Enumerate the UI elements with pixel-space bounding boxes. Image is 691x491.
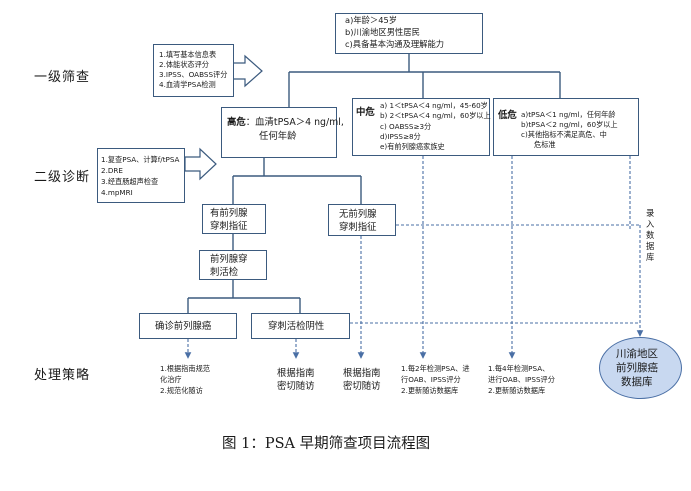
database-text: 川渝地区 <box>616 348 658 360</box>
database-entry-char: 入 <box>646 219 655 229</box>
low-risk-label: 低危 <box>498 110 517 121</box>
biopsy-not-indicated-box: 无前列腺 穿刺指征 <box>328 204 396 236</box>
prostate-biopsy-text: 刺活检 <box>210 267 239 278</box>
outcome-line: 行OAB、IPSS评分 <box>401 375 461 384</box>
high-risk-label: 高危 <box>227 117 246 128</box>
mid-risk-item: b) 2＜tPSA＜4 ng/ml，60岁以上 <box>380 111 491 120</box>
high-risk-age: 任何年龄 <box>259 131 297 142</box>
database-entry-char: 数 <box>646 230 655 240</box>
mid-risk-label: 中危 <box>356 107 375 118</box>
prostate-biopsy-box: 前列腺穿 刺活检 <box>199 250 267 280</box>
mid-risk-item: a) 1＜tPSA＜4 ng/ml，45-60岁 <box>380 101 488 110</box>
database-text: 数据库 <box>621 376 653 388</box>
high-risk-box: 高危：血清tPSA＞4 ng/ml, 任何年龄 <box>221 107 344 158</box>
level2-step: 2.DRE <box>101 166 123 175</box>
outcome-line: 2.规范化随访 <box>160 386 203 395</box>
database-entry-char: 据 <box>646 241 655 251</box>
biopsy-not-indicated-text: 穿刺指征 <box>339 222 377 233</box>
mid-risk-item: c) OABSS≥3分 <box>380 122 432 131</box>
level2-step: 4.mpMRI <box>101 188 133 197</box>
biopsy-negative-text: 穿刺活检阴性 <box>268 321 325 332</box>
biopsy-negative-box: 穿刺活检阴性 <box>251 313 350 339</box>
stage-level2-label: 二级诊断 <box>34 170 91 185</box>
level2-steps-box: 1.复查PSA、计算f/tPSA 2.DRE 3.经直肠超声检查 4.mpMRI <box>97 148 185 203</box>
level1-step: 1.填写基本信息表 <box>159 50 217 59</box>
level2-step: 1.复查PSA、计算f/tPSA <box>101 155 180 164</box>
outcome-line: 密切随访 <box>343 381 381 392</box>
eligibility-criteria-box: a)年龄＞45岁 b)川渝地区男性居民 c)具备基本沟通及理解能力 <box>335 13 483 54</box>
stage-treatment-label: 处理策略 <box>34 368 91 383</box>
outcome-line: 2.更新随访数据库 <box>488 386 546 395</box>
prostate-cancer-database: 川渝地区 前列腺癌 数据库 <box>599 337 682 399</box>
confirmed-cancer-text: 确诊前列腺癌 <box>155 321 212 332</box>
mid-risk-item: d)IPSS≥8分 <box>380 132 421 141</box>
prostate-biopsy-text: 前列腺穿 <box>210 254 248 265</box>
mid-risk-box: 中危 a) 1＜tPSA＜4 ng/ml，45-60岁 b) 2＜tPSA＜4 … <box>352 98 491 156</box>
low-risk-item: 危标准 <box>534 140 556 149</box>
high-risk-condition: ：血清tPSA＞4 ng/ml, <box>245 117 344 128</box>
outcome-line: 根据指南 <box>277 368 315 379</box>
low-risk-item: b)tPSA＜2 ng/ml，60岁以上 <box>521 120 618 129</box>
mid-risk-item: e)有前列腺癌家族史 <box>380 142 445 151</box>
level2-step: 3.经直肠超声检查 <box>101 177 159 186</box>
database-entry-char: 录 <box>646 208 655 218</box>
biopsy-not-indicated-text: 无前列腺 <box>339 209 377 220</box>
outcome-line: 1.根据指南规范 <box>160 364 210 373</box>
figure-caption: 图 1：PSA 早期筛查项目流程图 <box>222 436 431 452</box>
database-entry-char: 库 <box>646 252 655 262</box>
level1-step: 2.体能状态评分 <box>159 60 209 69</box>
criteria-communication: c)具备基本沟通及理解能力 <box>345 39 445 49</box>
stage-level1-label: 一级筛查 <box>34 70 91 85</box>
criteria-age: a)年龄＞45岁 <box>345 15 398 25</box>
biopsy-indicated-text: 有前列腺 <box>210 208 248 219</box>
outcome-line: 2.更新随访数据库 <box>401 386 459 395</box>
low-risk-box: 低危 a)tPSA＜1 ng/ml，任何年龄 b)tPSA＜2 ng/ml，60… <box>493 98 639 156</box>
low-risk-item: c)其他指标不满足高危、中 <box>521 130 607 139</box>
confirmed-cancer-box: 确诊前列腺癌 <box>139 313 237 339</box>
level1-step: 4.血清学PSA检测 <box>159 80 216 89</box>
biopsy-indicated-text: 穿刺指征 <box>210 221 248 232</box>
level1-step: 3.IPSS、OABSS评分 <box>159 70 228 79</box>
high-risk-line1: 高危：血清tPSA＞4 ng/ml, <box>227 116 344 129</box>
outcome-line: 进行OAB、IPSS评分 <box>488 375 555 384</box>
level1-steps-box: 1.填写基本信息表 2.体能状态评分 3.IPSS、OABSS评分 4.血清学P… <box>153 44 234 97</box>
biopsy-indicated-box: 有前列腺 穿刺指征 <box>202 204 266 234</box>
low-risk-item: a)tPSA＜1 ng/ml，任何年龄 <box>521 110 616 119</box>
outcome-line: 根据指南 <box>343 368 381 379</box>
outcome-line: 化治疗 <box>160 375 182 384</box>
outcome-line: 1.每4年检测PSA、 <box>488 364 550 373</box>
criteria-region: b)川渝地区男性居民 <box>345 27 420 37</box>
outcome-line: 密切随访 <box>277 381 315 392</box>
database-text: 前列腺癌 <box>616 362 658 374</box>
outcome-line: 1.每2年检测PSA、进 <box>401 364 470 373</box>
